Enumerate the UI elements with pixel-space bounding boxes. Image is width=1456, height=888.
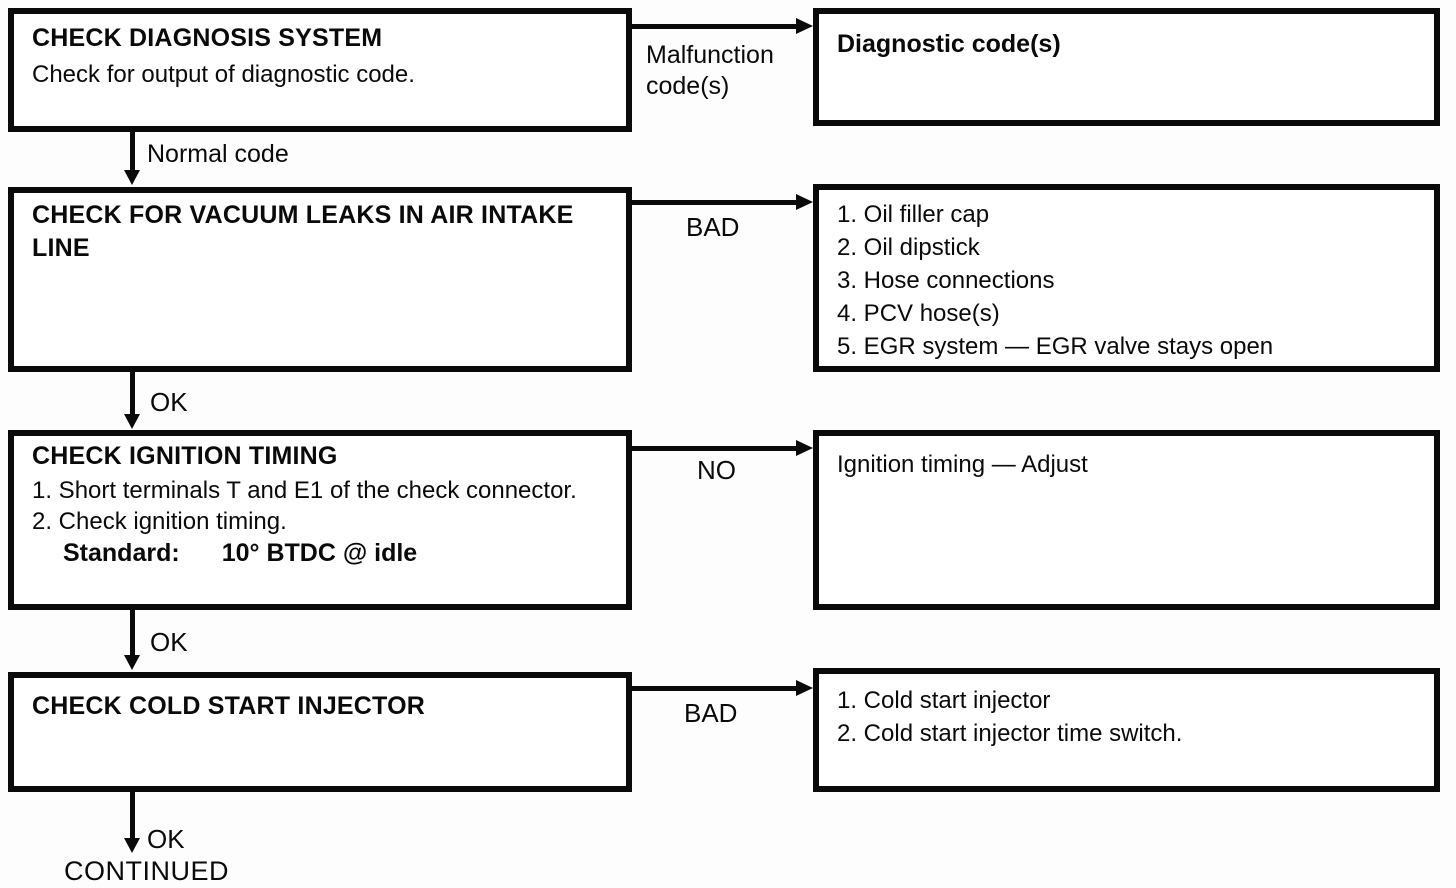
step-title: CHECK COLD START INJECTOR [32, 692, 425, 720]
step-box-check-ignition-timing: CHECK IGNITION TIMING 1. Short terminals… [8, 430, 632, 610]
step-box-check-vacuum-leaks: CHECK FOR VACUUM LEAKS IN AIR INTAKE LIN… [8, 187, 632, 372]
down-label: Normal code [147, 140, 289, 168]
down-arrow-line [130, 132, 135, 170]
down-arrowhead-icon [124, 655, 140, 670]
branch-arrow-line [632, 446, 798, 451]
result-item: 2. Oil dipstick [837, 234, 980, 261]
standard-value: 10° BTDC @ idle [221, 539, 418, 567]
down-label: OK [150, 627, 188, 657]
result-box-vacuum-leak-items: 1. Oil filler cap 2. Oil dipstick 3. Hos… [813, 184, 1440, 372]
step-title: CHECK FOR VACUUM LEAKS IN AIR INTAKE LIN… [32, 201, 574, 262]
result-item: Diagnostic code(s) [837, 30, 1061, 58]
down-arrow-line [130, 372, 135, 414]
right-arrowhead-icon [796, 18, 813, 34]
result-item: 4. PCV hose(s) [837, 300, 1000, 327]
result-item: 1. Cold start injector [837, 687, 1051, 714]
branch-label: Malfunction code(s) [646, 41, 774, 100]
step-item: 2. Check ignition timing. [32, 508, 287, 535]
result-box-ignition-timing-adjust: Ignition timing — Adjust [813, 430, 1440, 610]
right-arrowhead-icon [796, 194, 813, 210]
branch-label: BAD [684, 698, 738, 728]
step-item: 1. Short terminals T and E1 of the check… [32, 477, 577, 504]
down-arrowhead-icon [124, 414, 140, 429]
branch-arrow-line [632, 24, 798, 29]
step-description: Check for output of diagnostic code. [32, 61, 415, 88]
down-label: OK [147, 824, 185, 854]
branch-arrow-line [632, 686, 798, 691]
result-item: 1. Oil filler cap [837, 201, 990, 228]
branch-arrow-line [632, 200, 798, 205]
right-arrowhead-icon [796, 680, 813, 696]
result-item: 5. EGR system — EGR valve stays open [837, 333, 1274, 360]
result-item: Ignition timing — Adjust [837, 451, 1088, 478]
standard-spec: Standard: 10° BTDC @ idle [63, 539, 608, 568]
down-arrow-line [130, 610, 135, 655]
standard-label: Standard: [63, 539, 180, 567]
down-arrow-line [130, 792, 135, 838]
result-item: 3. Hose connections [837, 267, 1055, 294]
result-item: 2. Cold start injector time switch. [837, 720, 1183, 747]
result-box-diagnostic-codes: Diagnostic code(s) [813, 8, 1440, 126]
result-box-cold-start-injector-items: 1. Cold start injector 2. Cold start inj… [813, 668, 1440, 792]
step-box-check-cold-start-injector: CHECK COLD START INJECTOR [8, 672, 632, 792]
down-label: OK [150, 387, 188, 417]
step-title: CHECK IGNITION TIMING [32, 442, 338, 470]
branch-label: NO [697, 455, 736, 485]
down-arrowhead-icon [124, 170, 140, 185]
right-arrowhead-icon [796, 440, 813, 456]
step-box-check-diagnosis-system: CHECK DIAGNOSIS SYSTEM Check for output … [8, 8, 632, 132]
step-title: CHECK DIAGNOSIS SYSTEM [32, 24, 383, 52]
continued-label: CONTINUED [64, 856, 229, 886]
branch-label: BAD [686, 212, 740, 242]
down-arrowhead-icon [124, 838, 140, 853]
